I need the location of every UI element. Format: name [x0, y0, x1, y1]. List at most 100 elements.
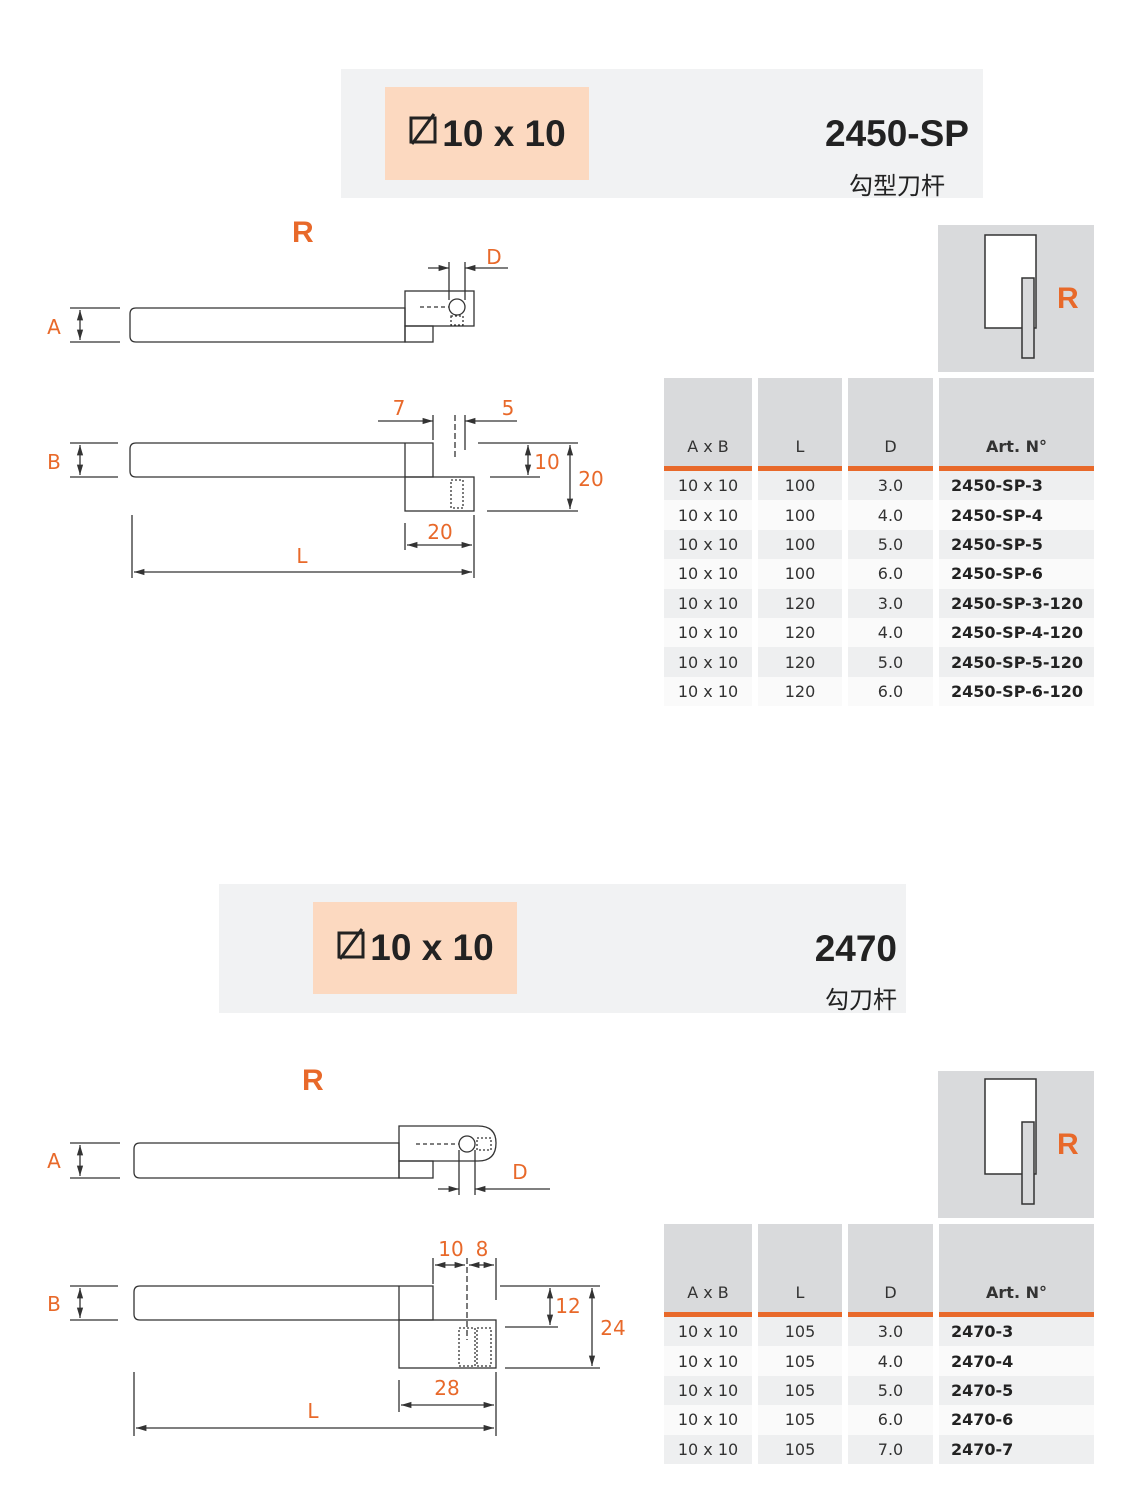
- table-cell: 2470-4: [939, 1346, 1094, 1376]
- table-cell: 2450-SP-4: [939, 500, 1094, 530]
- dim-label-20-horizontal: 20: [427, 520, 453, 544]
- table-cell: 120: [758, 588, 842, 618]
- table-cell: 10 x 10: [664, 1375, 752, 1406]
- table-cell: 100: [758, 471, 842, 501]
- dim-label-28: 28: [434, 1376, 460, 1400]
- dim-label-a: A: [47, 315, 61, 339]
- dim-label-b: B: [47, 450, 61, 474]
- product-code: 2450-SP: [825, 113, 969, 154]
- column-header: Art. N°: [939, 1224, 1094, 1317]
- dim-label-l: L: [307, 1399, 319, 1423]
- table-cell: 2470-7: [939, 1434, 1094, 1464]
- column-header: D: [848, 378, 933, 471]
- icon-hand-label: R: [1057, 1128, 1079, 1161]
- column-header: L: [758, 378, 842, 471]
- dim-label-20-vertical: 20: [578, 467, 604, 491]
- table-cell: 10 x 10: [664, 676, 752, 707]
- dim-label-24: 24: [600, 1316, 626, 1340]
- right-hand-icon: R: [938, 225, 1094, 372]
- table-cell: 105: [758, 1405, 842, 1435]
- column-header: D: [848, 1224, 933, 1317]
- dim-label-8: 8: [475, 1237, 489, 1261]
- table-cell: 5.0: [848, 1375, 933, 1406]
- dim-label-10: 10: [534, 450, 560, 474]
- table-cell: 10 x 10: [664, 471, 752, 501]
- product-subtitle: 勾型刀杆: [849, 172, 945, 200]
- dim-label-b: B: [47, 1292, 61, 1316]
- table-cell: 3.0: [848, 471, 933, 501]
- table-cell: 10 x 10: [664, 500, 752, 530]
- table-cell: 120: [758, 647, 842, 677]
- table-cell: 105: [758, 1317, 842, 1347]
- table-cell: 120: [758, 617, 842, 648]
- table-cell: 10 x 10: [664, 1434, 752, 1464]
- table-cell: 3.0: [848, 588, 933, 618]
- top-view-2470: [70, 1125, 550, 1195]
- right-hand-icon: R: [938, 1071, 1094, 1218]
- side-view-2450-sp: [70, 415, 578, 578]
- table-cell: 105: [758, 1434, 842, 1464]
- table-cell: 10 x 10: [664, 588, 752, 618]
- table-cell: 100: [758, 500, 842, 530]
- table-cell: 6.0: [848, 559, 933, 589]
- table-cell: 6.0: [848, 676, 933, 707]
- top-view-2450-sp: [70, 262, 508, 343]
- hand-label: R: [302, 1064, 324, 1097]
- table-cell: 2470-6: [939, 1405, 1094, 1435]
- dim-label-7: 7: [392, 396, 406, 420]
- hand-label: R: [292, 216, 314, 249]
- dim-label-d: D: [512, 1160, 528, 1184]
- product-code: 2470: [814, 928, 897, 969]
- square-section-icon: [408, 112, 438, 155]
- table-cell: 3.0: [848, 1317, 933, 1347]
- square-section-icon: [336, 927, 366, 970]
- table-cell: 105: [758, 1346, 842, 1376]
- table-cell: 2450-SP-3-120: [939, 588, 1094, 618]
- table-cell: 10 x 10: [664, 529, 752, 560]
- dim-label-l: L: [296, 544, 308, 568]
- table-cell: 5.0: [848, 529, 933, 560]
- table-cell: 4.0: [848, 617, 933, 648]
- dim-label-10: 10: [438, 1237, 464, 1261]
- table-cell: 2470-3: [939, 1317, 1094, 1347]
- table-cell: 120: [758, 676, 842, 707]
- shank-size-box: 10 x 10: [313, 902, 517, 994]
- shank-size-box: 10 x 10: [385, 87, 589, 180]
- table-cell: 10 x 10: [664, 1405, 752, 1435]
- table-cell: 4.0: [848, 1346, 933, 1376]
- table-cell: 10 x 10: [664, 647, 752, 677]
- column-header: L: [758, 1224, 842, 1317]
- column-header: A x B: [664, 1224, 752, 1317]
- table-cell: 100: [758, 529, 842, 560]
- table-cell: 100: [758, 559, 842, 589]
- dim-label-5: 5: [501, 396, 515, 420]
- column-header: A x B: [664, 378, 752, 471]
- dim-label-d: D: [486, 245, 502, 269]
- side-view-2470: [70, 1258, 600, 1436]
- table-cell: 10 x 10: [664, 1317, 752, 1347]
- table-cell: 10 x 10: [664, 1346, 752, 1376]
- table-cell: 2450-SP-6-120: [939, 676, 1094, 707]
- table-cell: 2450-SP-3: [939, 471, 1094, 501]
- table-cell: 2450-SP-6: [939, 559, 1094, 589]
- table-cell: 7.0: [848, 1434, 933, 1464]
- table-cell: 4.0: [848, 500, 933, 530]
- table-cell: 6.0: [848, 1405, 933, 1435]
- icon-hand-label: R: [1057, 282, 1079, 315]
- product-subtitle: 勾刀杆: [825, 986, 897, 1014]
- shank-size: 10 x 10: [370, 927, 494, 968]
